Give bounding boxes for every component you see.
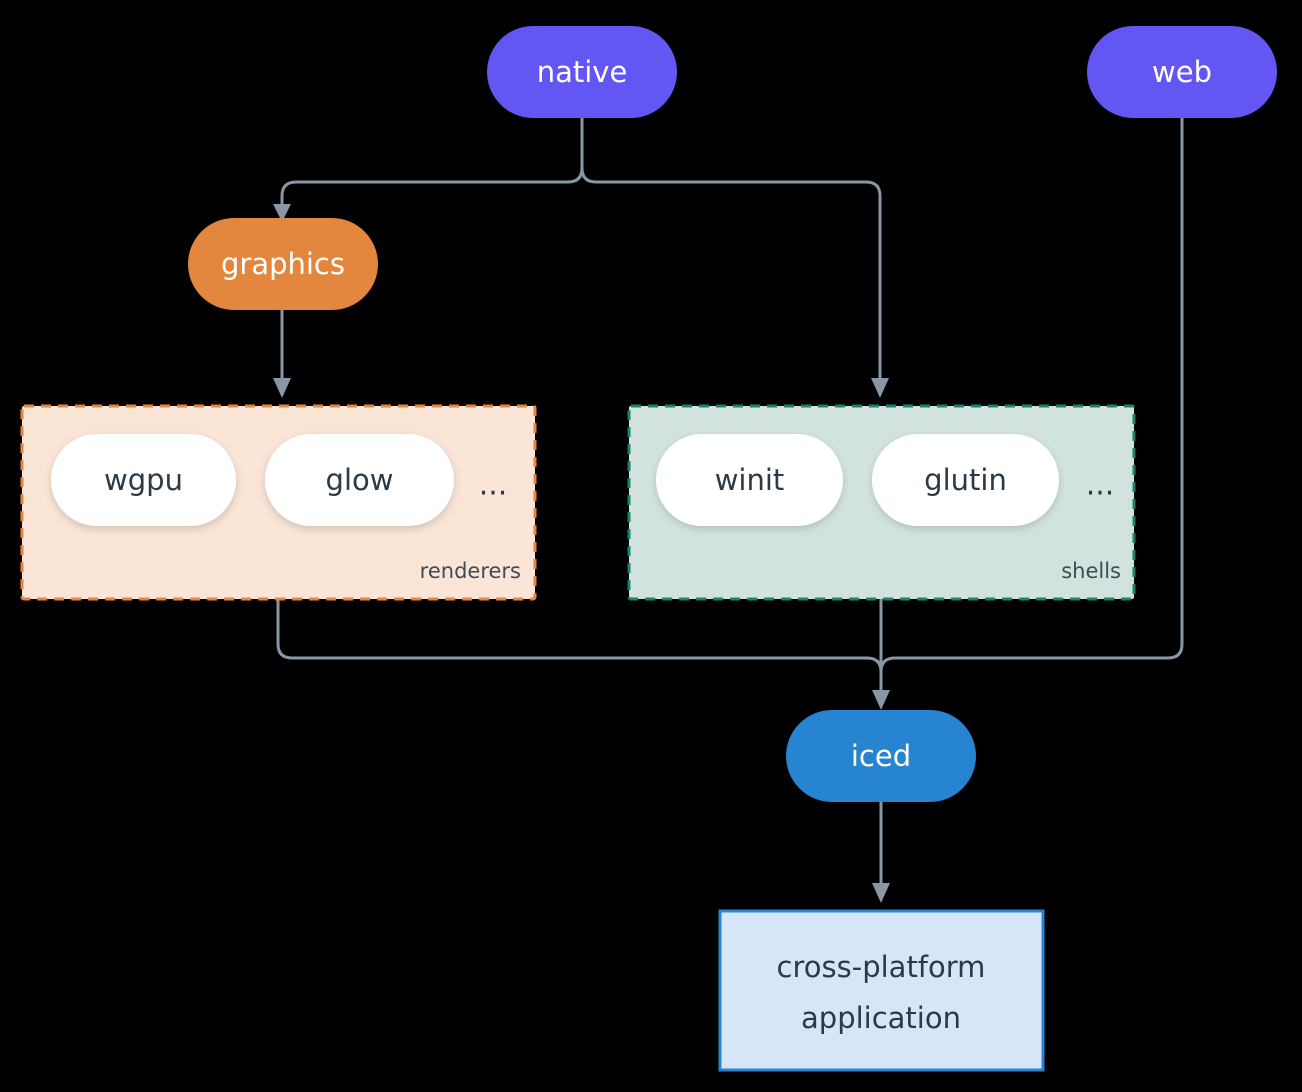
node-glutin-label: glutin (924, 463, 1007, 497)
node-iced-label: iced (851, 739, 911, 773)
node-iced[interactable]: iced (786, 710, 976, 802)
node-native-shape (487, 26, 677, 118)
node-wgpu-shape (51, 434, 236, 526)
node-glow-shape (265, 434, 454, 526)
arrow-head-iced-to-application (872, 883, 890, 903)
node-wgpu-label: wgpu (104, 463, 183, 497)
node-glutin-shape (872, 434, 1059, 526)
node-web[interactable]: web (1087, 26, 1277, 118)
group-shells[interactable]: winit glutin ... shells (627, 404, 1136, 601)
node-application-shape (718, 909, 1045, 1072)
node-web-label: web (1152, 55, 1212, 89)
edge-web-to-iced (879, 116, 1184, 696)
node-iced-shape (786, 710, 976, 802)
edge-renderers-to-iced (276, 598, 883, 696)
arrow-head-merge-to-iced (872, 690, 890, 710)
node-graphics-shape (188, 218, 378, 310)
node-winit-label: winit (715, 463, 785, 497)
node-application[interactable]: cross-platform application (718, 909, 1045, 1072)
node-native[interactable]: native (487, 26, 677, 118)
edge-native-trunk (280, 116, 584, 210)
node-glow-label: glow (326, 463, 394, 497)
arrow-head-native-to-graphics (273, 204, 291, 222)
edge-layer (273, 116, 1184, 903)
edge-native-to-shells (580, 116, 882, 384)
node-graphics[interactable]: graphics (188, 218, 378, 310)
shells-ellipsis: ... (1086, 468, 1115, 503)
renderers-ellipsis: ... (479, 468, 508, 503)
node-graphics-label: graphics (221, 247, 345, 281)
group-shells-tag: shells (1061, 559, 1121, 583)
node-glutin[interactable]: glutin (872, 434, 1059, 526)
node-application-label-line2: application (801, 1001, 961, 1035)
node-glow[interactable]: glow (265, 434, 454, 526)
node-winit-shape (656, 434, 843, 526)
node-wgpu[interactable]: wgpu (51, 434, 236, 526)
node-native-label: native (537, 55, 628, 89)
arrow-head-graphics-to-renderers (273, 378, 291, 398)
group-renderers-tag: renderers (420, 559, 521, 583)
arrow-head-native-to-shells (871, 378, 889, 398)
node-winit[interactable]: winit (656, 434, 843, 526)
node-application-label-line1: cross-platform (777, 950, 986, 984)
group-renderers[interactable]: wgpu glow ... renderers (20, 404, 537, 601)
node-web-shape (1087, 26, 1277, 118)
